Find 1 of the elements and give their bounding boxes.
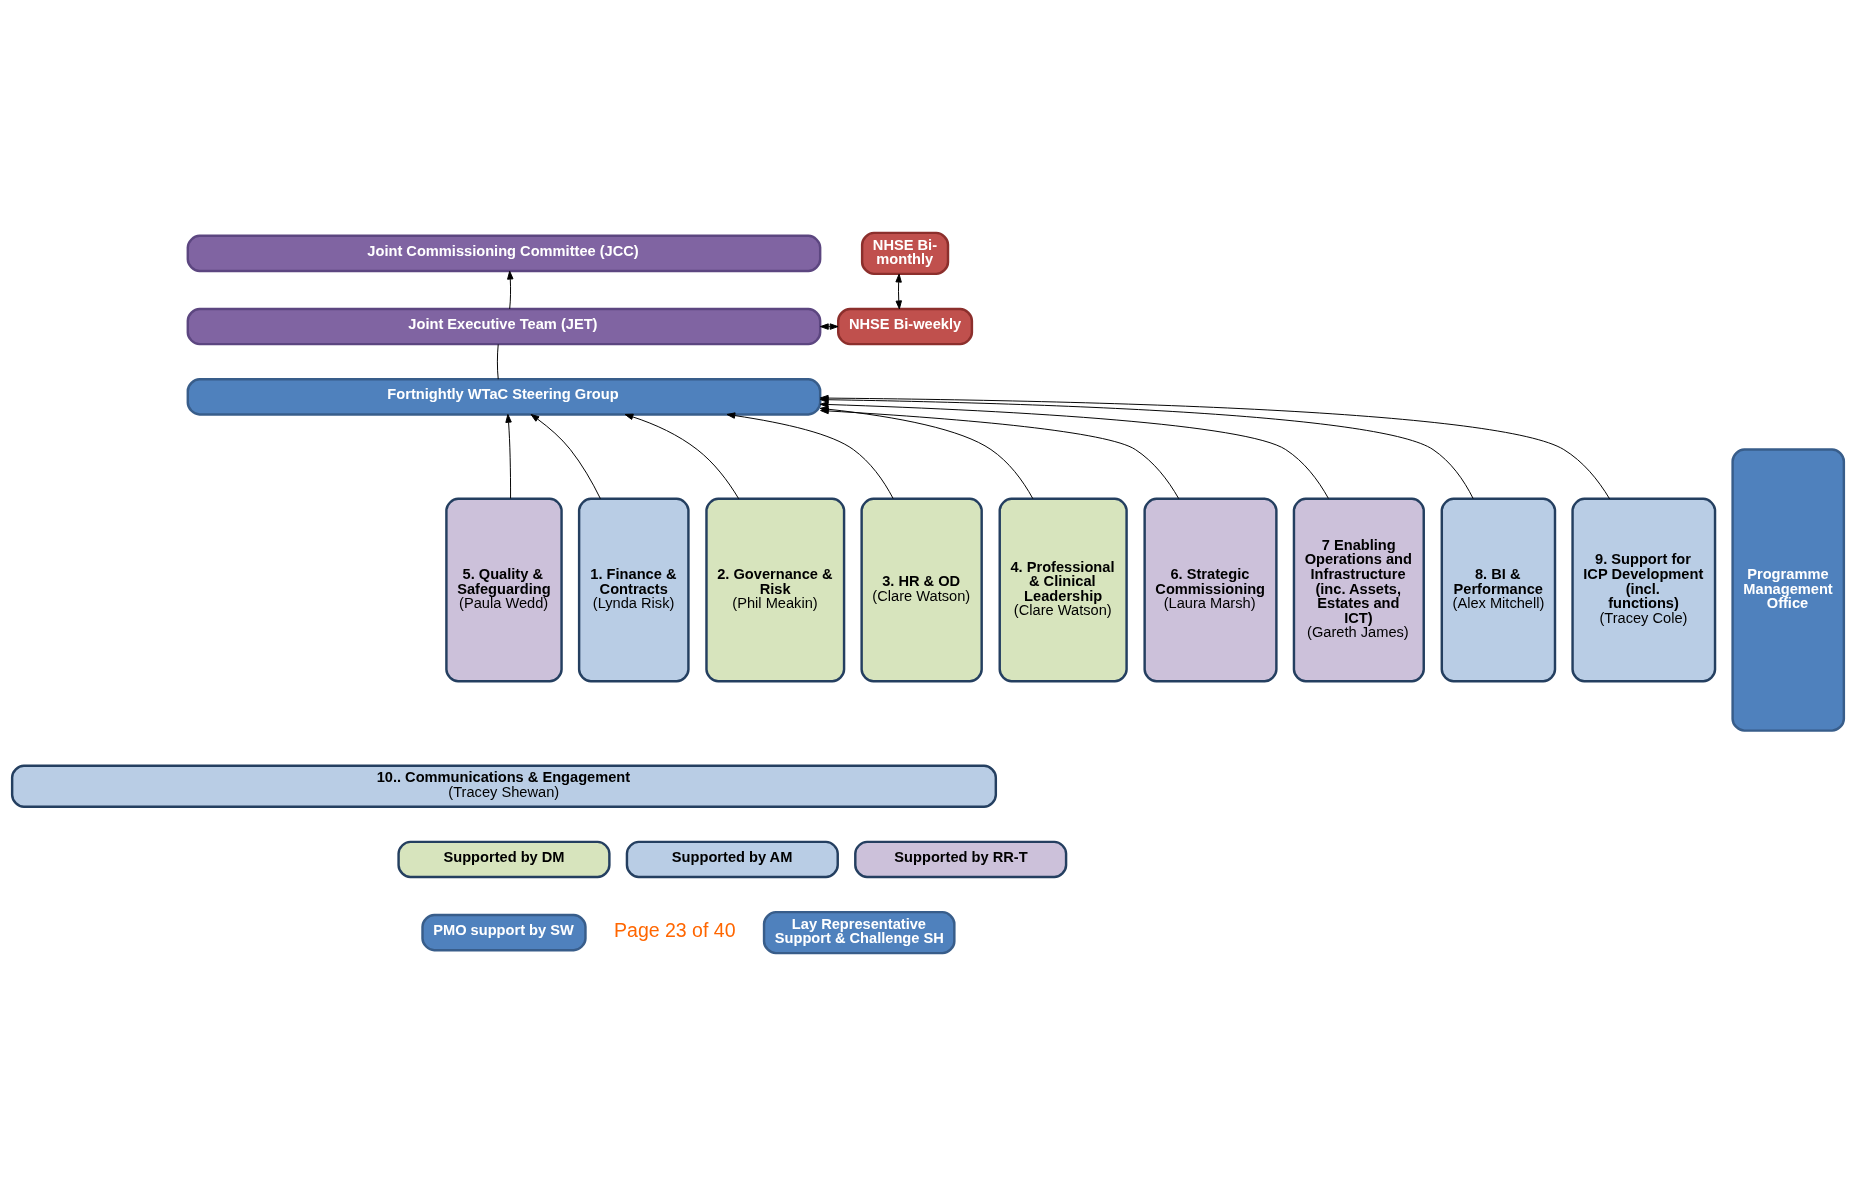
- label: Page 23 of 40: [614, 919, 736, 942]
